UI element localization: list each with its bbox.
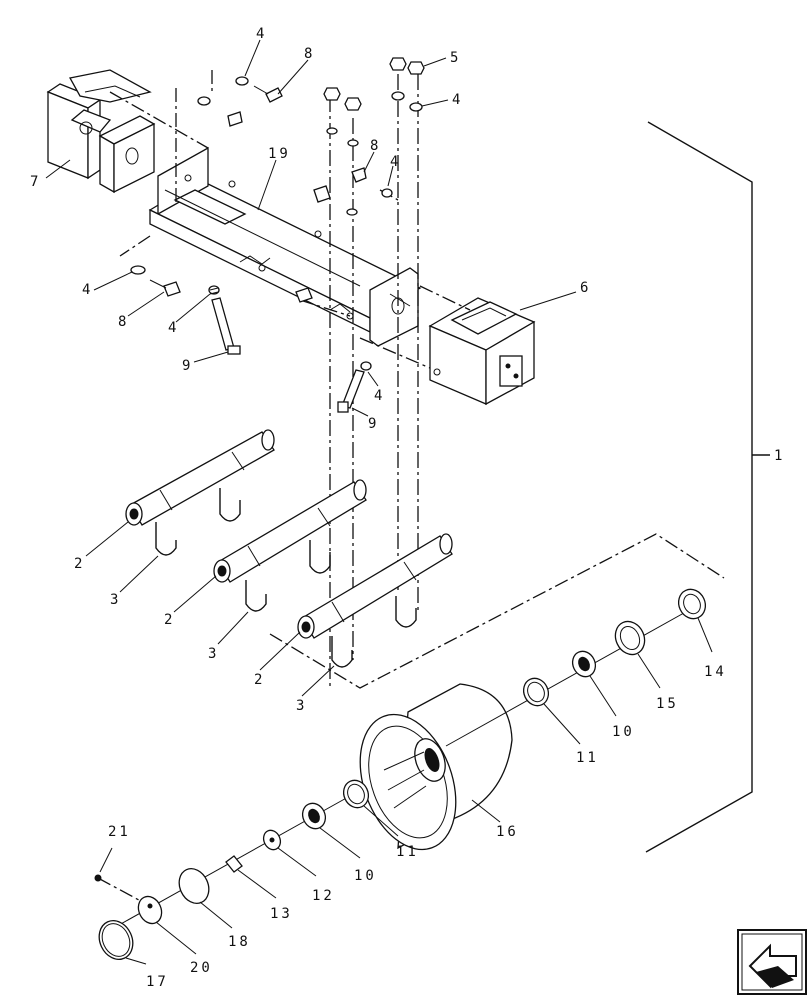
- callout-2-c: 2: [254, 672, 265, 688]
- back-arrow-icon[interactable]: [737, 929, 807, 995]
- assembly-bracket: [645, 121, 770, 853]
- callout-5: 5: [450, 50, 461, 66]
- bolt-9-left: [209, 287, 241, 355]
- callout-12: 12: [312, 888, 335, 904]
- callout-11-b: 11: [396, 844, 419, 860]
- callout-2-a: 2: [74, 556, 85, 572]
- bearing-group-outline: [269, 533, 725, 689]
- part-7-bracket: [46, 69, 152, 180]
- shaft-assembly-bottom: [297, 533, 453, 668]
- part-16-wheel: [359, 683, 513, 851]
- shaft-assembly-top: [125, 429, 275, 556]
- callout-15: 15: [656, 696, 679, 712]
- callout-20: 20: [190, 960, 213, 976]
- callout-19: 19: [268, 146, 291, 162]
- callout-14: 14: [704, 664, 727, 680]
- callout-7: 7: [30, 174, 41, 190]
- callout-16: 16: [496, 824, 519, 840]
- part-7-plate: [98, 115, 156, 194]
- callout-2-b: 2: [164, 612, 175, 628]
- callout-8-c: 8: [118, 314, 129, 330]
- callout-4-e: 4: [168, 320, 179, 336]
- part-6-bracket: [428, 297, 536, 406]
- callout-4-d: 4: [82, 282, 93, 298]
- hardware: [130, 57, 425, 413]
- callout-4-c: 4: [390, 154, 401, 170]
- hardware-centerlines: [109, 70, 471, 690]
- callout-21: 21: [108, 824, 131, 840]
- callout-3-a: 3: [110, 592, 121, 608]
- callout-4-a: 4: [256, 26, 267, 42]
- bearing-stack: [94, 588, 707, 960]
- leader-lines: [45, 39, 713, 965]
- callout-10-a: 10: [612, 724, 635, 740]
- shaft-assembly-middle: [213, 479, 367, 612]
- callout-17: 17: [146, 974, 169, 990]
- callout-9-b: 9: [368, 416, 379, 432]
- callout-13: 13: [270, 906, 293, 922]
- callout-3-b: 3: [208, 646, 219, 662]
- callout-8-b: 8: [370, 138, 381, 154]
- callout-1: 1: [774, 448, 785, 464]
- callout-11-a: 11: [576, 750, 599, 766]
- callout-9-a: 9: [182, 358, 193, 374]
- callout-6: 6: [580, 280, 591, 296]
- callouts: 4 8 5 4 19 7 8 4 4 8 4 9 6 4 9 1 2 3 2 3…: [30, 26, 785, 990]
- callout-10-b: 10: [354, 868, 377, 884]
- callout-4-b: 4: [452, 92, 463, 108]
- callout-4-f: 4: [374, 388, 385, 404]
- callout-3-c: 3: [296, 698, 307, 714]
- callout-8-a: 8: [304, 46, 315, 62]
- bolt-9-right: [337, 369, 365, 413]
- callout-18: 18: [228, 934, 251, 950]
- part-19-frame: [148, 146, 422, 347]
